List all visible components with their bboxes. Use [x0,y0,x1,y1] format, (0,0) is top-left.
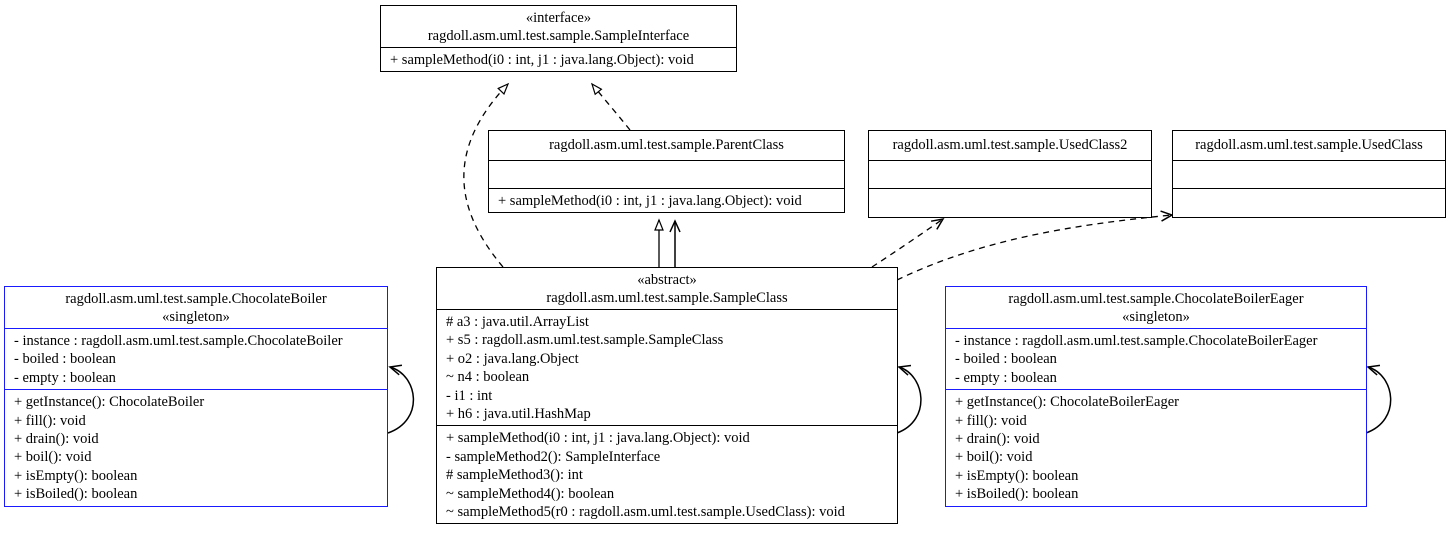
eager-methods: + getInstance(): ChocolateBoilerEager + … [946,390,1366,505]
method-line: + drain(): void [14,431,99,448]
field-line: - empty : boolean [14,369,116,386]
method-line: + getInstance(): ChocolateBoiler [14,394,205,411]
field-line: - boiled : boolean [955,351,1057,368]
method-line: + isBoiled(): boolean [955,486,1079,503]
self-association-sampleclass [896,364,922,434]
method-line: + boil(): void [14,449,92,466]
method-line: + sampleMethod(i0 : int, j1 : java.lang.… [446,430,750,447]
parent-class-box: ragdoll.asm.uml.test.sample.ParentClass … [488,130,845,214]
method-line: ~ sampleMethod5(r0 : ragdoll.asm.uml.tes… [446,504,845,521]
chocolate-boiler-eager-box: ragdoll.asm.uml.test.sample.ChocolateBoi… [945,286,1367,507]
method-line: + drain(): void [955,431,1040,448]
method-line: + boil(): void [955,449,1033,466]
boiler-methods: + getInstance(): ChocolateBoiler + fill(… [5,390,387,505]
method-line: + isBoiled(): boolean [14,486,138,503]
method-line: + sampleMethod(i0 : int, j1 : java.lang.… [498,193,802,209]
field-line: + s5 : ragdoll.asm.uml.test.sample.Sampl… [446,332,724,349]
parent-class-name: ragdoll.asm.uml.test.sample.ParentClass [489,131,844,161]
boiler-name: ragdoll.asm.uml.test.sample.ChocolateBoi… [65,291,327,307]
usedclass-box: ragdoll.asm.uml.test.sample.UsedClass [1172,130,1446,218]
boiler-fields: - instance : ragdoll.asm.uml.test.sample… [5,329,387,391]
field-line: ~ n4 : boolean [446,369,530,386]
interface-stereotype: «interface» [525,10,592,26]
self-association-eager [1365,364,1392,434]
chocolate-boiler-box: ragdoll.asm.uml.test.sample.ChocolateBoi… [4,286,388,507]
method-line: + sampleMethod(i0 : int, j1 : java.lang.… [390,52,694,68]
field-line: # a3 : java.util.ArrayList [446,314,589,330]
sample-header: «abstract» ragdoll.asm.uml.test.sample.S… [437,268,897,310]
interface-methods: + sampleMethod(i0 : int, j1 : java.lang.… [381,48,736,71]
sample-class-box: «abstract» ragdoll.asm.uml.test.sample.S… [436,267,898,525]
realization-edge-parent-interface [590,82,631,131]
method-line: + isEmpty(): boolean [955,467,1079,484]
method-line: - sampleMethod2(): SampleInterface [446,448,661,465]
parent-methods: + sampleMethod(i0 : int, j1 : java.lang.… [489,189,844,212]
field-line: - instance : ragdoll.asm.uml.test.sample… [955,333,1318,349]
usedclass2-box: ragdoll.asm.uml.test.sample.UsedClass2 [868,130,1152,218]
sample-stereotype: «abstract» [637,272,697,288]
usedclass2-fields-empty [869,161,1151,189]
field-line: + h6 : java.util.HashMap [446,406,591,423]
dependency-edge-usedclass2 [871,217,945,268]
field-line: - instance : ragdoll.asm.uml.test.sample… [14,333,343,349]
self-association-boiler [387,364,415,434]
dependency-edge-usedclass [896,210,1174,281]
eager-header: ragdoll.asm.uml.test.sample.ChocolateBoi… [946,287,1366,329]
interface-class-box: «interface» ragdoll.asm.uml.test.sample.… [380,5,737,73]
usedclass-methods-empty [1173,189,1445,194]
method-line: + getInstance(): ChocolateBoilerEager [955,394,1179,411]
boiler-header: ragdoll.asm.uml.test.sample.ChocolateBoi… [5,287,387,329]
eager-name: ragdoll.asm.uml.test.sample.ChocolateBoi… [1008,291,1304,307]
field-line: - i1 : int [446,387,493,404]
interface-header: «interface» ragdoll.asm.uml.test.sample.… [381,6,736,48]
field-line: - boiled : boolean [14,351,116,368]
eager-stereotype: «singleton» [1122,309,1190,325]
parent-fields-empty [489,161,844,189]
sample-fields: # a3 : java.util.ArrayList + s5 : ragdol… [437,310,897,427]
sample-name: ragdoll.asm.uml.test.sample.SampleClass [546,290,788,306]
usedclass2-name: ragdoll.asm.uml.test.sample.UsedClass2 [869,131,1151,161]
eager-fields: - instance : ragdoll.asm.uml.test.sample… [946,329,1366,391]
boiler-stereotype: «singleton» [162,309,230,325]
sample-methods: + sampleMethod(i0 : int, j1 : java.lang.… [437,426,897,523]
usedclass-fields-empty [1173,161,1445,189]
method-line: + fill(): void [14,412,86,429]
usedclass-name: ragdoll.asm.uml.test.sample.UsedClass [1173,131,1445,161]
method-line: ~ sampleMethod4(): boolean [446,485,615,502]
method-line: + isEmpty(): boolean [14,467,138,484]
method-line: + fill(): void [955,412,1027,429]
usedclass2-methods-empty [869,189,1151,194]
method-line: # sampleMethod3(): int [446,467,583,484]
field-line: + o2 : java.lang.Object [446,350,579,367]
field-line: - empty : boolean [955,369,1057,386]
interface-name: ragdoll.asm.uml.test.sample.SampleInterf… [427,28,690,44]
realization-edge-sampleclass-interface [463,82,510,268]
